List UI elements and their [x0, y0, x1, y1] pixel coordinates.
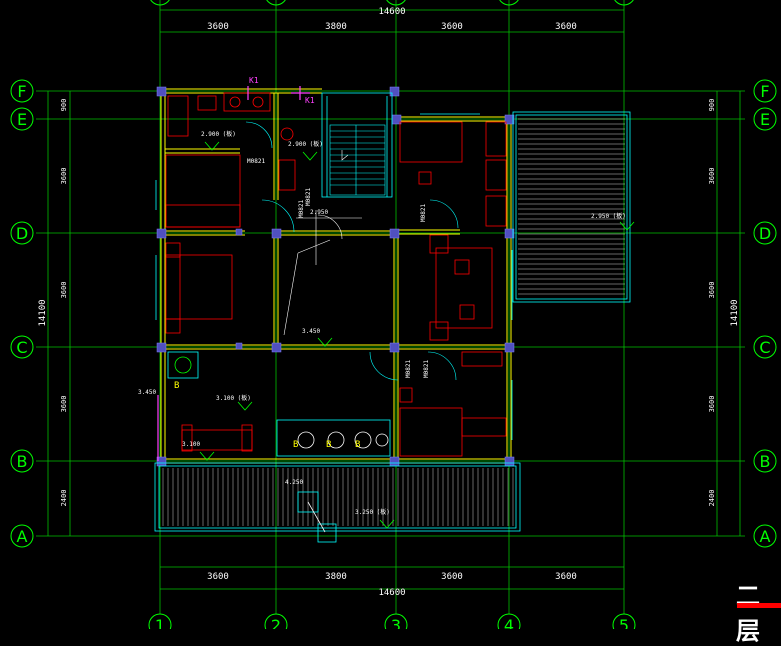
label-elev-terrace: 2.950 (板) [591, 212, 626, 220]
windows [155, 92, 513, 440]
dim-left-row-5: 2400 [60, 490, 68, 507]
small-planter [167, 351, 199, 379]
dim-left-row-2: 3600 [60, 168, 68, 185]
axis-label-F-right: F [760, 82, 769, 101]
dim-side-total-left: 14100 [38, 299, 48, 326]
axis-label-D-right: D [759, 224, 771, 243]
front-steps [297, 491, 337, 543]
dim-right-row-3: 3600 [708, 282, 716, 299]
label-elev-living: 3.100 (板) [216, 394, 251, 402]
dim-right-row-4: 3600 [708, 396, 716, 413]
label-door-2: M0821 [298, 200, 305, 218]
axis-label-F-left: F [17, 82, 26, 101]
furniture [165, 92, 507, 457]
axis-label-C-left: C [16, 338, 27, 357]
dim-right-row-2: 3600 [708, 168, 716, 185]
dim-side-total-right: 14100 [730, 299, 740, 326]
label-k1-b: K1 [305, 96, 315, 105]
axis-label-2-bottom: 2 [271, 616, 281, 629]
label-elev-balcony: 3.250 (板) [355, 508, 390, 516]
axis-label-E-right: E [760, 110, 770, 129]
label-b-mark-4: B [355, 440, 360, 450]
structural-columns [156, 86, 515, 467]
door-swings [245, 121, 459, 381]
label-door-6: M0821 [423, 360, 430, 378]
label-elev-stair: 4.250 [285, 479, 303, 486]
staircase [329, 124, 386, 196]
axis-bubbles-bottom [148, 613, 636, 629]
walls [160, 88, 512, 464]
dim-bottom-total: 14600 [378, 588, 405, 598]
roof-terrace-hatch [512, 111, 631, 303]
axis-label-3-bottom: 3 [391, 616, 401, 629]
terrace-hatch-lines [518, 118, 625, 295]
planter-box [276, 419, 391, 457]
label-elev-hall: 3.450 [302, 328, 320, 335]
dim-left-row-4: 3600 [60, 396, 68, 413]
label-b-mark-2: B [293, 440, 298, 450]
label-door-4: M0821 [420, 204, 427, 222]
level-markers [199, 141, 635, 529]
south-balcony [154, 462, 521, 532]
dim-right-row-1: 900 [708, 99, 716, 112]
dim-left-row-3: 3600 [60, 282, 68, 299]
axis-label-5-bottom: 5 [619, 616, 629, 629]
axis-label-A-left: A [17, 527, 28, 546]
label-elev-left: 3.450 [138, 389, 156, 396]
dim-top-bay-4: 3600 [555, 22, 577, 32]
axis-label-C-right: C [759, 338, 770, 357]
dim-bottom-bay-3: 3600 [441, 572, 463, 582]
dim-top-bay-2: 3800 [325, 22, 347, 32]
floor-title: 二层 [736, 582, 761, 645]
label-b-mark-1: B [174, 381, 179, 391]
dim-top-bay-3: 3600 [441, 22, 463, 32]
dim-bottom-bay-1: 3600 [207, 572, 229, 582]
floor-title-underline [737, 603, 781, 608]
axis-bubbles-top [150, 0, 634, 6]
label-door-1: M0821 [247, 158, 265, 165]
label-elev-landing: 2.950 [310, 209, 328, 216]
dim-bottom-bay-4: 3600 [555, 572, 577, 582]
axis-label-A-right: A [760, 527, 771, 546]
dim-top-bay-1: 3600 [207, 22, 229, 32]
dim-left-row-1: 900 [60, 99, 68, 112]
label-elev-bath: 2.900 (板) [201, 130, 236, 138]
label-elev-step: 3.100 [182, 441, 200, 448]
dim-bottom-bay-2: 3800 [325, 572, 347, 582]
axis-bubbles-right [753, 79, 777, 548]
drain-pipe-marks [157, 86, 310, 461]
dim-top-total: 14600 [378, 7, 405, 17]
axis-label-B-right: B [760, 452, 771, 471]
axis-label-4-bottom: 4 [504, 616, 514, 629]
label-b-mark-3: B [326, 440, 331, 450]
label-door-5: M0821 [405, 360, 412, 378]
dim-right-row-5: 2400 [708, 490, 716, 507]
axis-label-1-bottom: 1 [155, 616, 165, 629]
axis-bubbles-left [10, 79, 34, 548]
axis-label-E-left: E [17, 110, 27, 129]
balcony-hatch-lines [162, 468, 514, 526]
axis-label-D-left: D [16, 224, 28, 243]
label-elev-bath2: 2.900 (板) [288, 140, 323, 148]
label-door-3: M0821 [305, 188, 312, 206]
label-k1-a: K1 [249, 76, 259, 85]
axis-label-B-left: B [17, 452, 28, 471]
floor-plan-drawing: 14600 3600 3800 3600 3600 3600 3800 3600… [10, 0, 777, 629]
